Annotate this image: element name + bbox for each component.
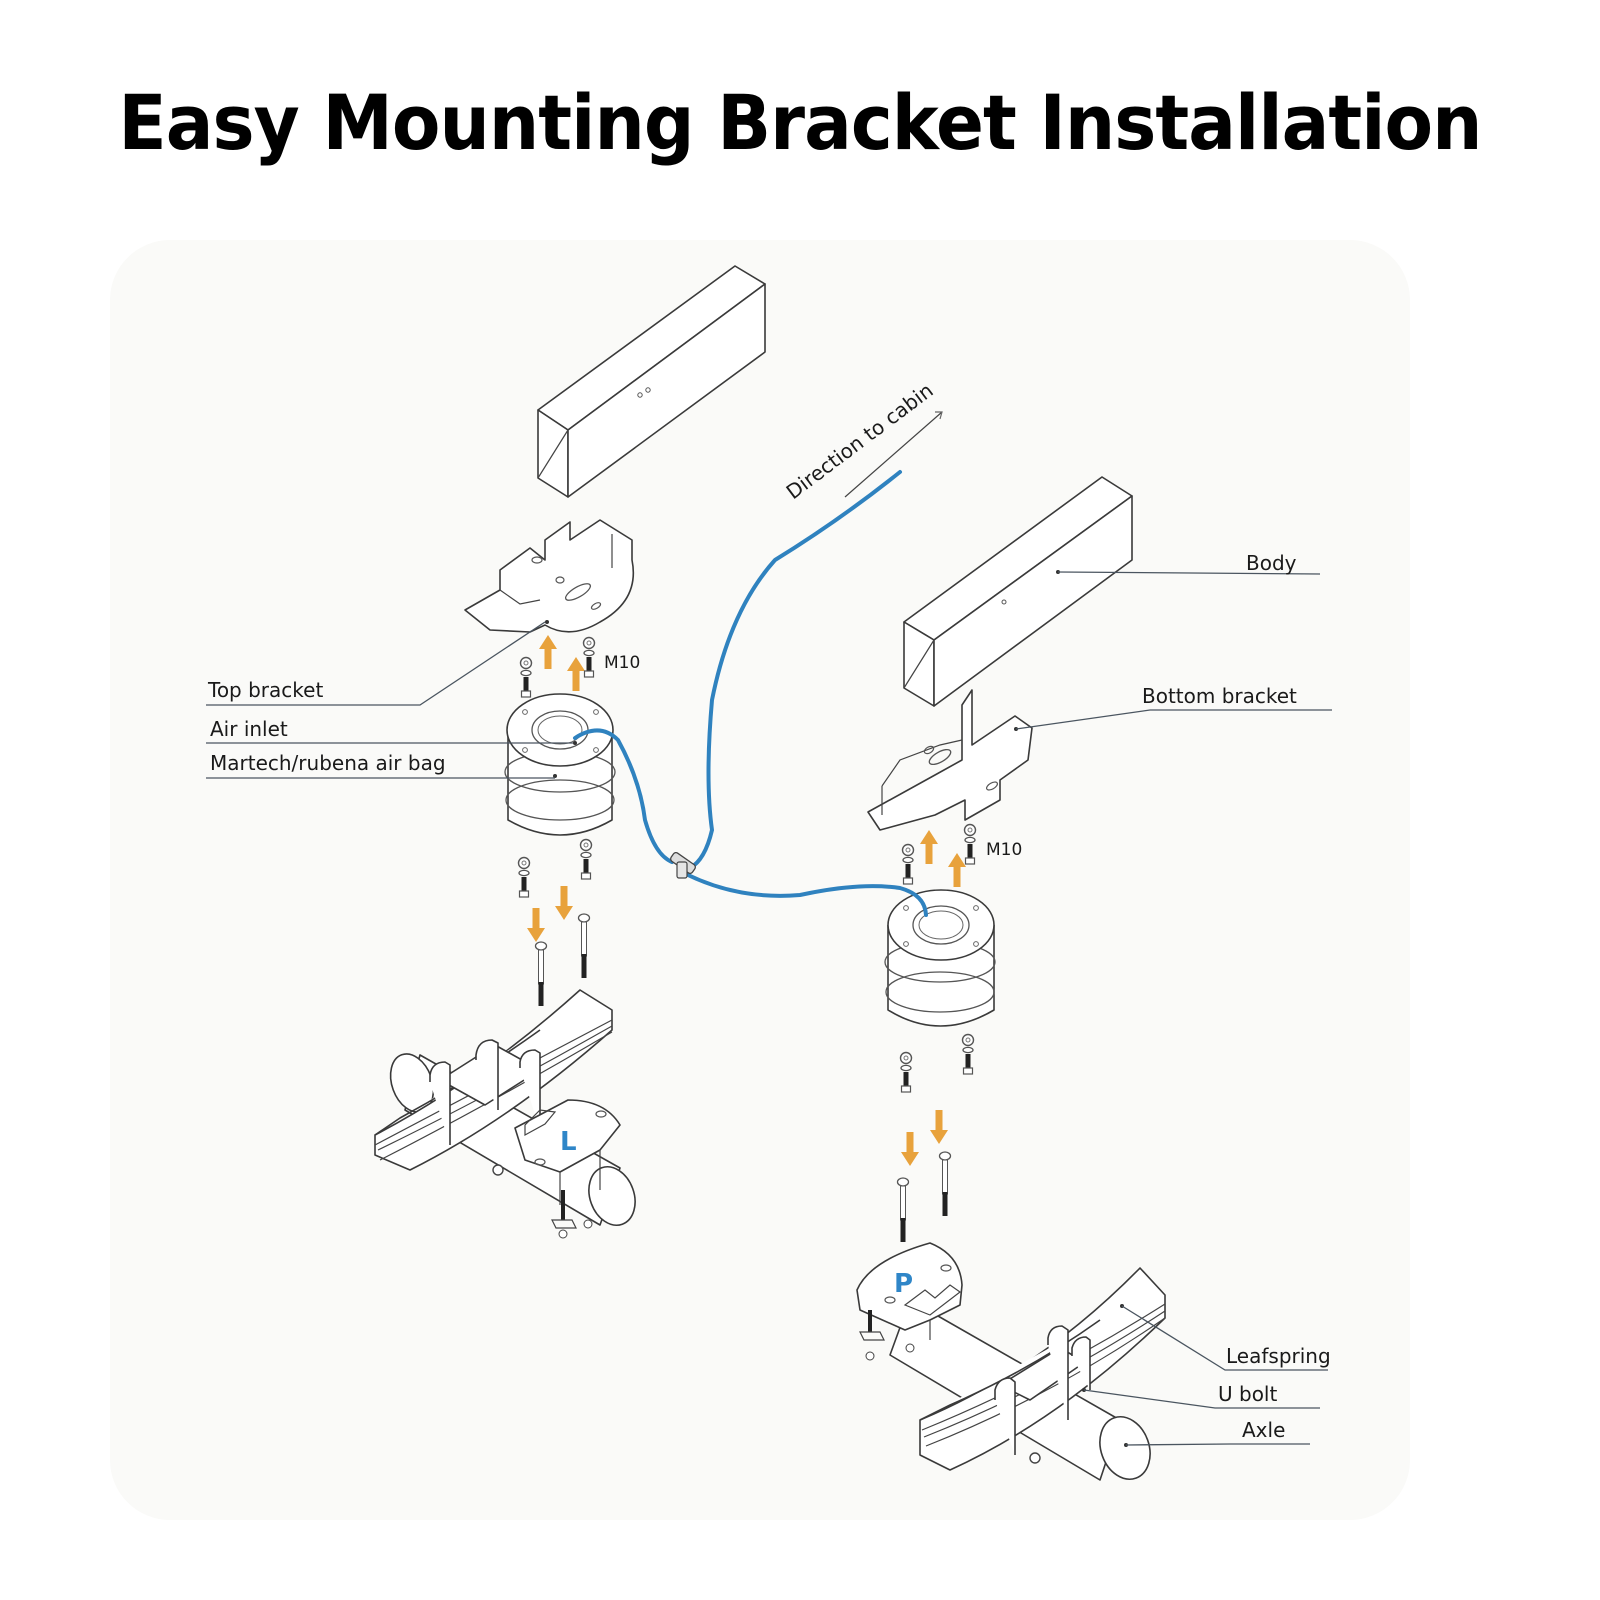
left-chassis-beam bbox=[537, 265, 766, 498]
bolt-size-label-left: M10 bbox=[604, 653, 640, 673]
label-axle: Axle bbox=[1242, 1418, 1285, 1442]
label-air-inlet: Air inlet bbox=[210, 717, 288, 741]
leader-leafspring bbox=[1121, 1305, 1328, 1371]
leader-body bbox=[1057, 571, 1321, 575]
left-axle-assembly bbox=[374, 989, 636, 1239]
tee-connector-icon bbox=[670, 851, 696, 879]
right-air-bag bbox=[884, 889, 996, 1027]
leader-axle bbox=[1125, 1443, 1310, 1446]
label-bottom-bracket: Bottom bracket bbox=[1142, 684, 1297, 708]
diagram-background bbox=[110, 240, 1410, 1520]
label-top-bracket: Top bracket bbox=[207, 678, 323, 702]
label-leafspring: Leafspring bbox=[1226, 1344, 1331, 1368]
label-body: Body bbox=[1246, 551, 1297, 575]
label-air-bag: Martech/rubena air bag bbox=[210, 751, 446, 775]
top-bracket-shape bbox=[464, 519, 634, 633]
leader-top-bracket bbox=[206, 621, 546, 706]
direction-indicator bbox=[844, 411, 943, 498]
leader-bottom-bracket bbox=[1015, 709, 1332, 730]
label-u-bolt: U bolt bbox=[1218, 1382, 1277, 1406]
right-axle-assembly bbox=[856, 1242, 1166, 1481]
side-marker-right: P bbox=[894, 1269, 913, 1299]
bolt-size-label-right: M10 bbox=[986, 840, 1022, 860]
bottom-bracket-shape bbox=[867, 689, 1033, 831]
right-chassis-beam bbox=[903, 476, 1133, 707]
page-title: Easy Mounting Bracket Installation bbox=[118, 78, 1482, 167]
air-hoses bbox=[573, 470, 928, 917]
leader-u-bolt bbox=[1083, 1389, 1320, 1409]
left-air-bag bbox=[504, 693, 616, 836]
side-marker-left: L bbox=[560, 1127, 577, 1157]
